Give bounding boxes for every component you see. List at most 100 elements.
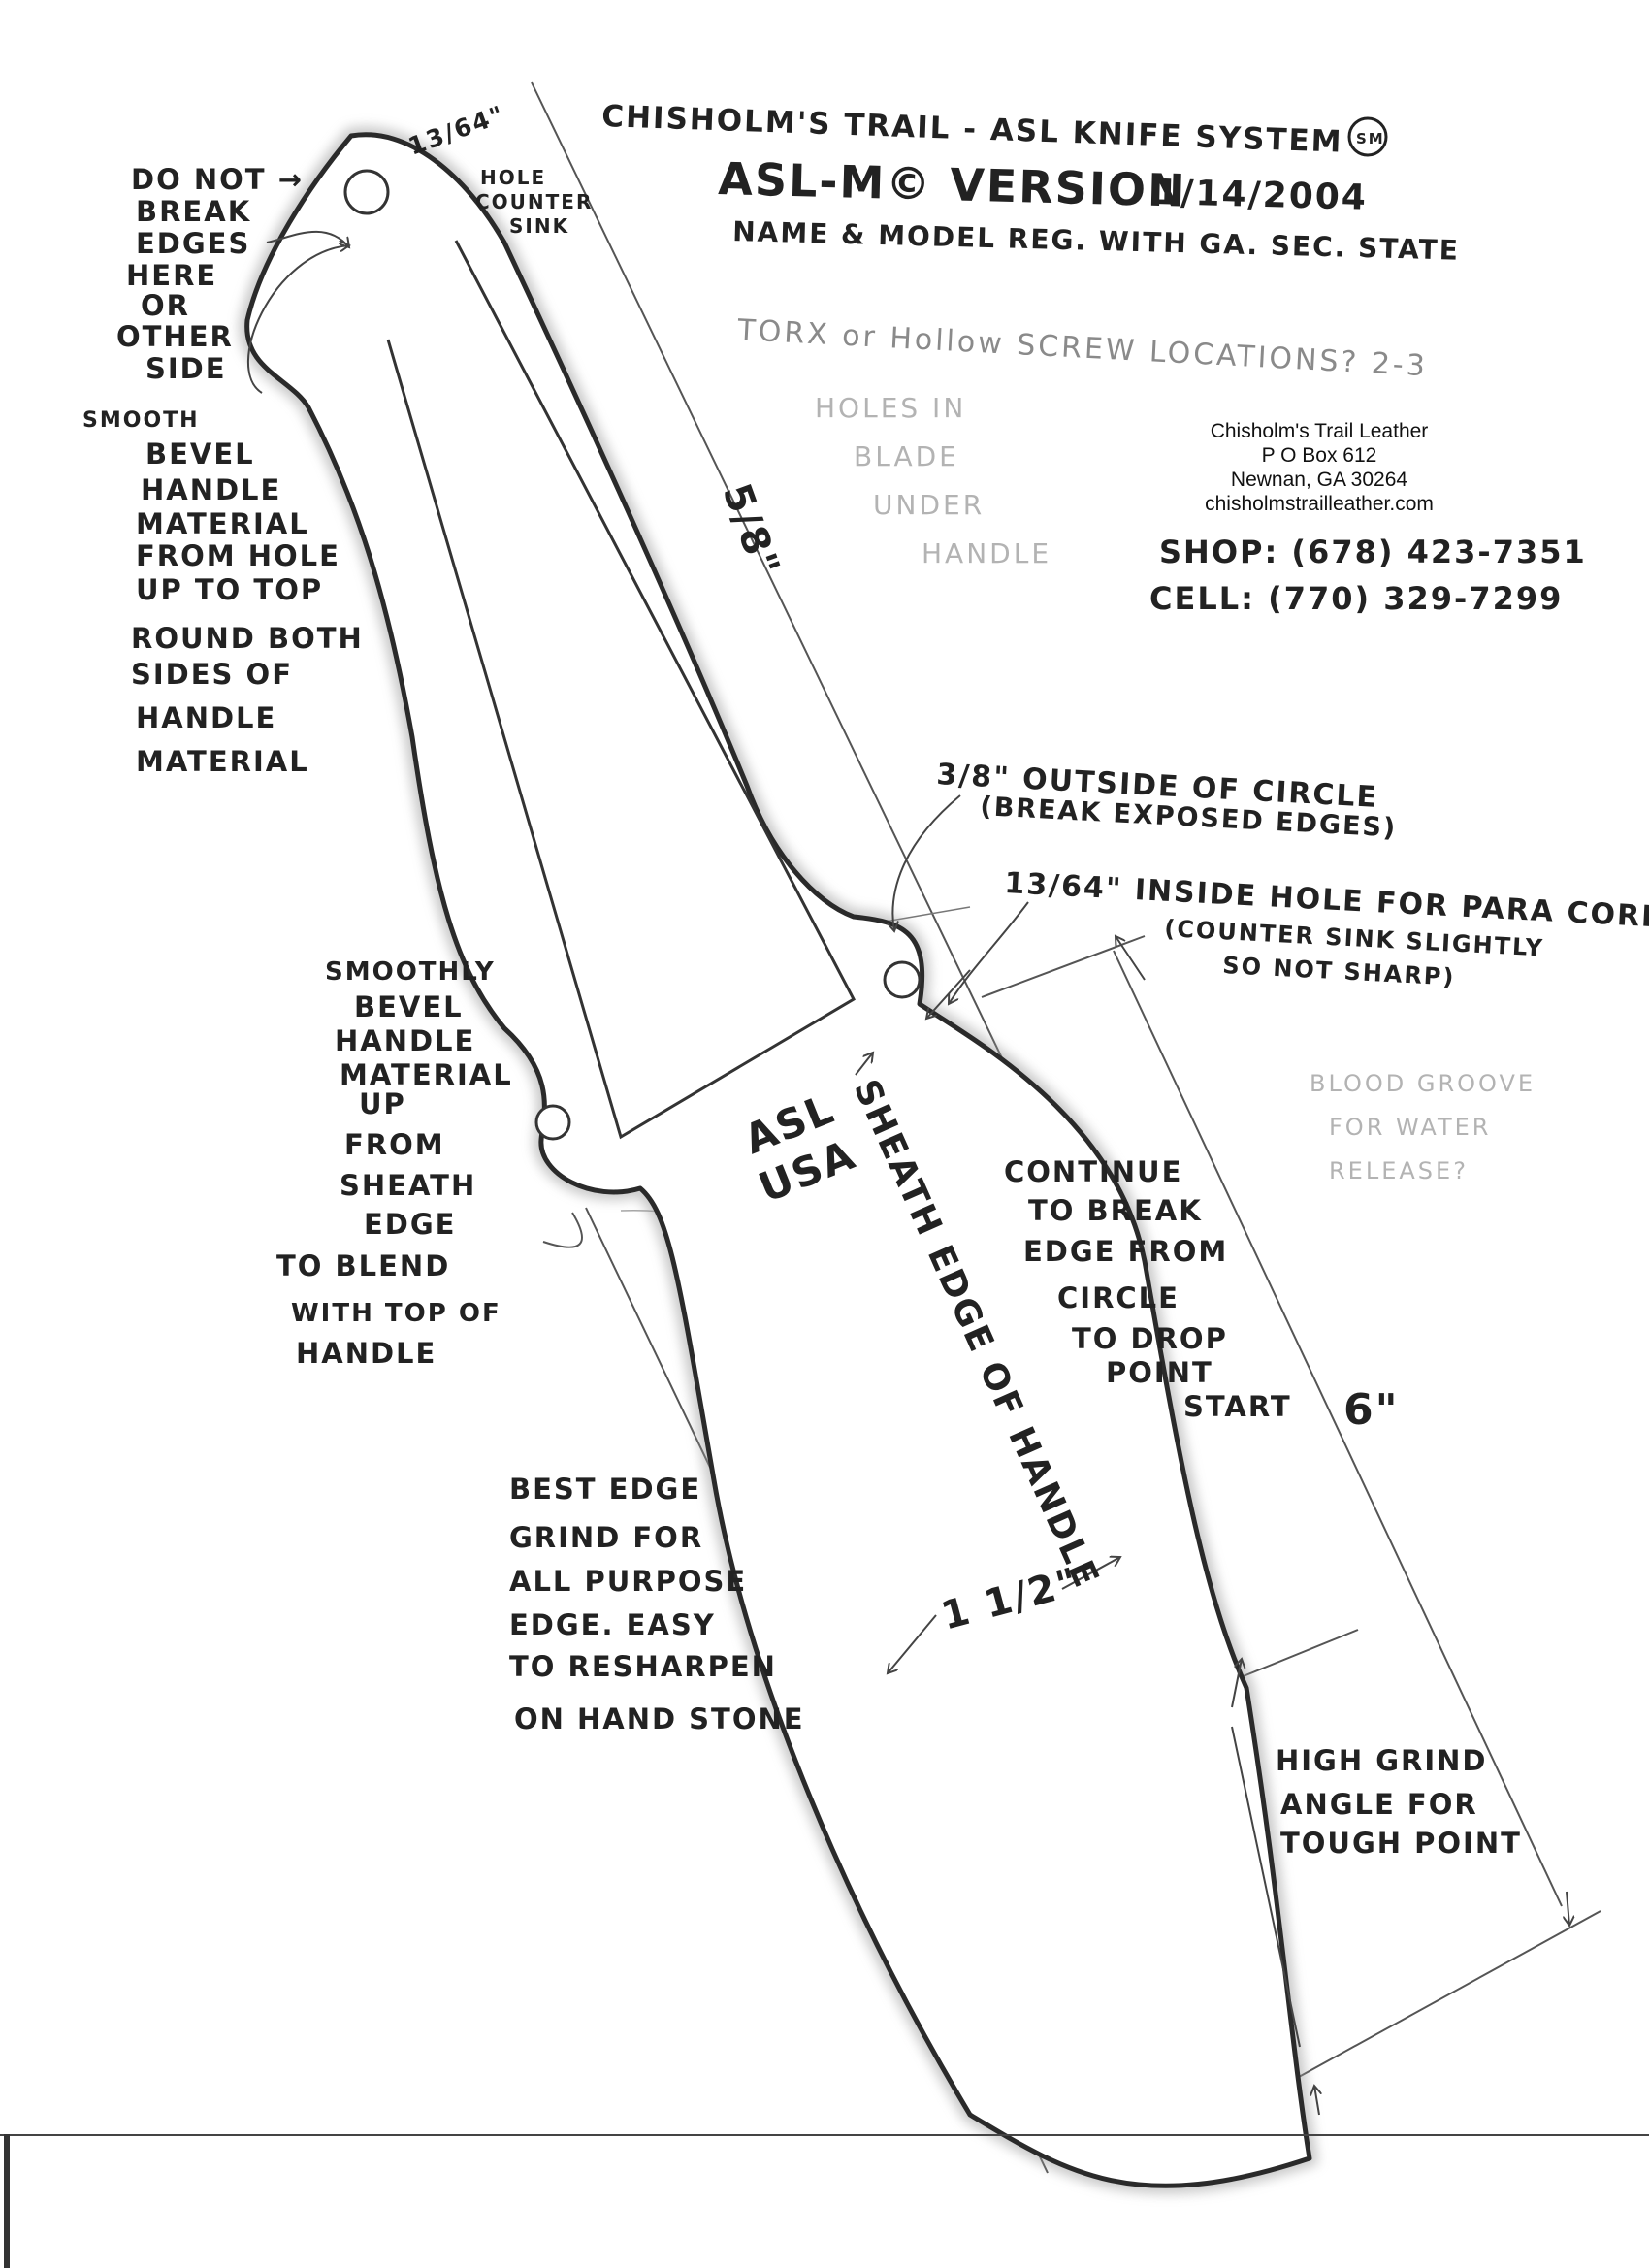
smoothly-bevel-note: SMOOTHLY BEVEL HANDLE MATERIAL UP FROM S… (276, 957, 513, 1370)
shop-phone: SHOP: (678) 423-7351 (1159, 534, 1587, 570)
note-line: EDGE. EASY (509, 1608, 716, 1641)
note-line: ALL PURPOSE (509, 1565, 747, 1598)
six-inch-arrow-mid (1231, 1659, 1242, 1708)
note-line: MATERIAL (136, 507, 309, 540)
note-line: FROM HOLE (136, 539, 340, 572)
note-line: CONTINUE (1004, 1155, 1182, 1188)
note-line: HANDLE (335, 1024, 475, 1057)
note-line: ROUND BOTH (131, 622, 364, 655)
note-line: EDGES (136, 227, 250, 260)
torx-note: TORX or Hollow SCREW LOCATIONS? 2-3 (736, 313, 1429, 383)
service-mark-circle (1347, 116, 1388, 157)
paracord-arrow (949, 901, 1029, 1004)
note-line: TO BLEND (276, 1249, 450, 1282)
paracord-hole (883, 960, 922, 999)
blood-groove-line: BLOOD GROOVE (1310, 1070, 1536, 1097)
sheath-tick (542, 1212, 583, 1248)
title-line-1: CHISHOLM'S TRAIL - ASL KNIFE SYSTEM (601, 99, 1343, 160)
left-margin-mark (4, 2134, 10, 2268)
note-line: SHEATH (340, 1169, 476, 1202)
continue-break-note: CONTINUE TO BREAK EDGE FROM CIRCLE TO DR… (1004, 1155, 1292, 1423)
note-line: EDGE FROM (1023, 1235, 1228, 1268)
note-line: FROM (344, 1128, 445, 1161)
blood-groove-line: RELEASE? (1329, 1157, 1469, 1184)
outside-circle-note: 3/8" OUTSIDE OF CIRCLE (BREAK EXPOSED ED… (936, 758, 1398, 843)
note-line: WITH TOP OF (291, 1299, 501, 1328)
note-line: OR (141, 289, 190, 322)
holes-note-line: UNDER (873, 489, 985, 521)
note-line: COUNTER (475, 190, 593, 213)
stamp-website: chisholmstrailleather.com (1205, 493, 1434, 515)
stamp-box: P O Box 612 (1261, 444, 1377, 467)
six-inch-arrow-bottom (1567, 1891, 1569, 1926)
six-inch-arrow-top (1116, 936, 1146, 981)
page-bottom-rule (0, 2134, 1649, 2136)
stamp-city: Newnan, GA 30264 (1230, 469, 1408, 491)
note-line: BREAK (136, 195, 251, 228)
title-line-3: NAME & MODEL REG. WITH GA. SEC. STATE (732, 215, 1460, 267)
note-line: ANGLE FOR (1280, 1788, 1478, 1821)
note-line: BEST EDGE (509, 1473, 701, 1506)
note-line: TO RESHARPEN (509, 1650, 777, 1683)
one-half-arrow-left (888, 1614, 937, 1673)
note-line: OTHER (116, 320, 234, 353)
inside-hole-arrow (926, 969, 971, 1019)
note-line: HANDLE (136, 701, 276, 734)
one-half-arrow-right (1061, 1557, 1120, 1590)
top-lanyard-hole (343, 169, 390, 215)
note-line: POINT (1106, 1356, 1213, 1389)
holes-note-line: HOLES IN (815, 392, 966, 424)
note-line: 13/64" (404, 100, 508, 161)
cell-phone: CELL: (770) 329-7299 (1149, 580, 1563, 617)
title-version: ASL-M© VERSION (718, 152, 1187, 217)
note-line: MATERIAL (340, 1058, 513, 1091)
high-grind-line (1231, 1726, 1301, 2048)
six-inch-dimension-line (1113, 950, 1563, 1907)
sheath-edge-arrow (855, 1053, 873, 1076)
note-line: HANDLE (296, 1337, 436, 1370)
smooth-bevel-arrow (246, 245, 349, 394)
note-line: SO NOT SHARP) (1222, 952, 1456, 991)
outside-circle-arrow (892, 794, 961, 931)
do-not-break-note: DO NOT → BREAK EDGES HERE OR OTHER SIDE (116, 163, 304, 385)
note-line: HANDLE (141, 473, 281, 506)
stamp-company: Chisholm's Trail Leather (1210, 420, 1429, 442)
sheath-hole (534, 1104, 571, 1141)
spine-guide-line (531, 81, 1005, 1063)
handle-slab (386, 240, 856, 1140)
note-line: GRIND FOR (509, 1521, 703, 1554)
note-line: SIDES OF (131, 658, 293, 691)
service-mark: SM (1356, 130, 1385, 147)
note-line: EDGE (364, 1208, 457, 1241)
note-line: MATERIAL (136, 745, 309, 778)
best-edge-note: BEST EDGE GRIND FOR ALL PURPOSE EDGE. EA… (509, 1473, 805, 1735)
note-line: START (1183, 1390, 1292, 1423)
holes-note: HOLES IN BLADE UNDER HANDLE (815, 392, 1051, 569)
note-line: SIDE (146, 352, 227, 385)
note-line: TO DROP (1072, 1322, 1228, 1355)
high-grind-note: HIGH GRIND ANGLE FOR TOUGH POINT (1276, 1744, 1520, 1860)
title-date: 1/14/2004 (1154, 173, 1369, 218)
holes-note-line: HANDLE (922, 537, 1051, 569)
note-line: CIRCLE (1057, 1281, 1180, 1314)
note-line: BEVEL (146, 437, 255, 470)
note-line: ON HAND STONE (514, 1702, 805, 1735)
title-block: CHISHOLM'S TRAIL - ASL KNIFE SYSTEM SM A… (601, 99, 1461, 267)
round-both-note: ROUND BOTH SIDES OF HANDLE MATERIAL (131, 622, 364, 778)
holes-note-line: BLADE (854, 440, 959, 472)
knife-silhouette (244, 132, 1312, 2188)
note-line: DO NOT → (131, 163, 304, 196)
note-line: HERE (126, 259, 217, 292)
address-stamp: Chisholm's Trail Leather P O Box 612 New… (1140, 419, 1499, 516)
note-line: HIGH GRIND (1276, 1744, 1488, 1777)
paracord-note: 13/64" INSIDE HOLE FOR PARA CORD (COUNTE… (1004, 866, 1649, 991)
note-line: SMOOTHLY (325, 957, 496, 987)
note-line: BEVEL (354, 990, 464, 1023)
note-line: UP (359, 1087, 406, 1120)
note-line: HOLE (480, 166, 546, 189)
smooth-bevel-top-note: SMOOTH BEVEL HANDLE MATERIAL FROM HOLE U… (82, 408, 340, 606)
note-line: UP TO TOP (136, 573, 323, 606)
six-inch-dimension: 6" (1343, 1385, 1400, 1435)
